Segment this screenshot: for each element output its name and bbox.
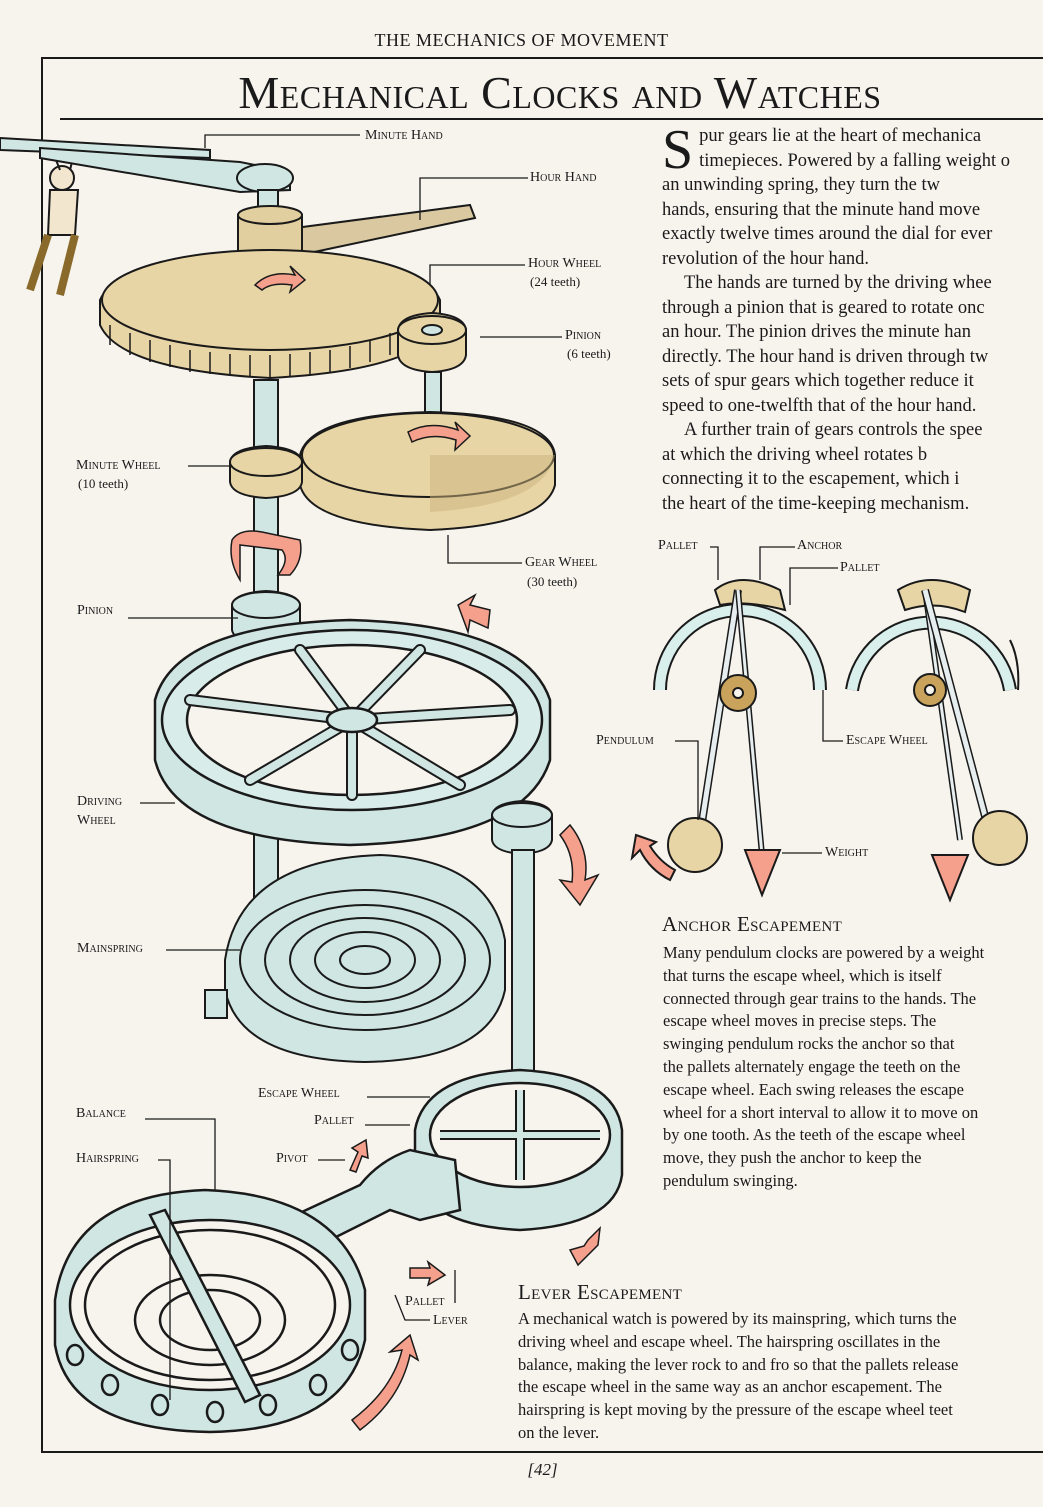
intro-p3-line: connecting it to the escapement, which i — [662, 469, 960, 489]
hour-hand-shape — [293, 203, 477, 257]
anchor-text-line: pendulum swinging. — [663, 1170, 798, 1190]
anchor-text-line: the pallets alternately engage the teeth… — [663, 1056, 961, 1076]
label-pinion-mid: Pinion — [77, 603, 114, 618]
label-hour-wheel-teeth: (24 teeth) — [530, 274, 581, 289]
label-escape-wheel: Escape Wheel — [258, 1086, 340, 1101]
pinion-top-gear — [397, 311, 467, 374]
anchor-text-line: wheel for a short interval to allow it t… — [663, 1102, 979, 1122]
intro-p1-line: timepieces. Powered by a falling weight … — [699, 150, 1010, 171]
anchor-escapement-heading: Anchor Escapement — [662, 912, 843, 936]
driving-wheel-gear — [153, 618, 552, 847]
anchor-text-line: by one tooth. As the teeth of the escape… — [663, 1125, 966, 1145]
label-driving-wheel-line1: Driving — [77, 794, 123, 809]
label-pallet-bottom: Pallet — [405, 1294, 445, 1309]
watch-escape-wheel-gear — [413, 1068, 624, 1232]
anchor-text-line: move, they push the anchor to keep the — [663, 1148, 922, 1168]
label-anchor: Anchor — [797, 538, 843, 553]
label-anchor-pallet-right: Pallet — [840, 560, 880, 575]
intro-p1-line: pur gears lie at the heart of mechanica — [699, 126, 982, 146]
label-pallet-top: Pallet — [314, 1113, 354, 1128]
label-pendulum: Pendulum — [596, 733, 654, 748]
label-weight: Weight — [825, 845, 869, 860]
intro-p1-line: hands, ensuring that the minute hand mov… — [662, 199, 981, 220]
intro-p2-line: an hour. The pinion drives the minute ha… — [662, 322, 971, 342]
lever-text-line: on the lever. — [518, 1422, 600, 1442]
balance-wheel-shape — [53, 1188, 367, 1434]
intro-p3-line: at which the driving wheel rotates b — [662, 444, 928, 465]
gear-wheel-gear — [299, 410, 556, 532]
label-balance: Balance — [76, 1106, 126, 1121]
frame-top-rule — [41, 57, 1043, 59]
anchor-text-line: escape wheel. Each swing releases the es… — [663, 1079, 964, 1099]
title-rule — [60, 118, 1043, 120]
label-gear-wheel-teeth: (30 teeth) — [527, 574, 578, 589]
anchor-escapement-text: Many pendulum clocks are powered by a we… — [663, 942, 1043, 1193]
label-driving-wheel-line2: Wheel — [77, 813, 116, 828]
label-lever: Lever — [433, 1313, 468, 1328]
intro-p2-line: speed to one-twelfth that of the hour ha… — [662, 395, 977, 416]
label-pivot: Pivot — [276, 1151, 308, 1166]
anchor-escapement-diagram-left — [630, 579, 827, 898]
label-pinion-top: Pinion — [565, 328, 602, 343]
label-anchor-pallet-left: Pallet — [658, 538, 698, 553]
intro-p2-line: sets of spur gears which together reduce… — [662, 371, 974, 391]
intro-p2-line: directly. The hour hand is driven throug… — [662, 346, 989, 367]
lever-text-line: balance, making the lever rock to and fr… — [518, 1354, 959, 1374]
intro-p3-line: the heart of the time-keeping mechanism. — [662, 493, 970, 514]
minute-hand-shape — [39, 146, 294, 194]
running-head: THE MECHANICS OF MOVEMENT — [374, 30, 669, 50]
page-title: Mechanical Clocks and Watches — [238, 67, 882, 118]
anchor-text-line: that turns the escape wheel, which is it… — [663, 965, 942, 985]
lever-escapement-text: A mechanical watch is powered by its mai… — [518, 1308, 1043, 1445]
lever-text-line: the escape wheel in the same way as an a… — [518, 1377, 942, 1397]
anchor-text-line: swinging pendulum rocks the anchor so th… — [663, 1034, 955, 1054]
label-minute-hand: Minute Hand — [365, 128, 443, 143]
page-number: [42] — [527, 1460, 558, 1479]
label-hairspring: Hairspring — [76, 1151, 139, 1166]
label-minute-wheel: Minute Wheel — [76, 458, 161, 473]
anchor-escapement-diagram-right — [845, 579, 1028, 903]
label-anchor-escape-wheel: Escape Wheel — [846, 733, 928, 748]
minute-wheel-gear — [229, 444, 303, 500]
drop-cap: S — [662, 124, 694, 181]
intro-p3-line: A further train of gears controls the sp… — [684, 420, 983, 440]
intro-p1-line: revolution of the hour hand. — [662, 248, 870, 269]
anchor-text-line: Many pendulum clocks are powered by a we… — [663, 943, 985, 962]
mainspring-shape — [204, 853, 506, 1064]
frame-left-rule — [41, 57, 43, 1452]
anchor-text-line: connected through gear trains to the han… — [663, 988, 977, 1008]
lever-escapement-heading: Lever Escapement — [518, 1280, 683, 1304]
label-pinion-top-teeth: (6 teeth) — [567, 346, 611, 361]
label-hour-wheel: Hour Wheel — [528, 256, 602, 271]
intro-p1-line: exactly twelve times around the dial for… — [662, 224, 993, 244]
label-minute-wheel-teeth: (10 teeth) — [78, 476, 129, 491]
label-mainspring: Mainspring — [77, 941, 143, 956]
leader-lines — [128, 134, 843, 1400]
lever-text-line: A mechanical watch is powered by its mai… — [518, 1309, 957, 1328]
intro-p2-line: The hands are turned by the driving whee — [684, 273, 992, 293]
intro-p2-line: through a pinion that is geared to rotat… — [662, 297, 985, 318]
lever-text-line: hairspring is kept moving by the pressur… — [518, 1400, 953, 1420]
label-hour-hand: Hour Hand — [530, 170, 597, 185]
intro-p1-line: an unwinding spring, they turn the tw — [662, 175, 940, 195]
anchor-text-line: escape wheel moves in precise steps. The — [663, 1011, 937, 1031]
intro-text: S pur gears lie at the heart of mechanic… — [662, 124, 1043, 516]
frame-bottom-rule — [41, 1451, 1043, 1453]
hour-wheel-gear — [99, 248, 441, 380]
lever-text-line: driving wheel and escape wheel. The hair… — [518, 1331, 941, 1351]
label-gear-wheel: Gear Wheel — [525, 555, 598, 570]
